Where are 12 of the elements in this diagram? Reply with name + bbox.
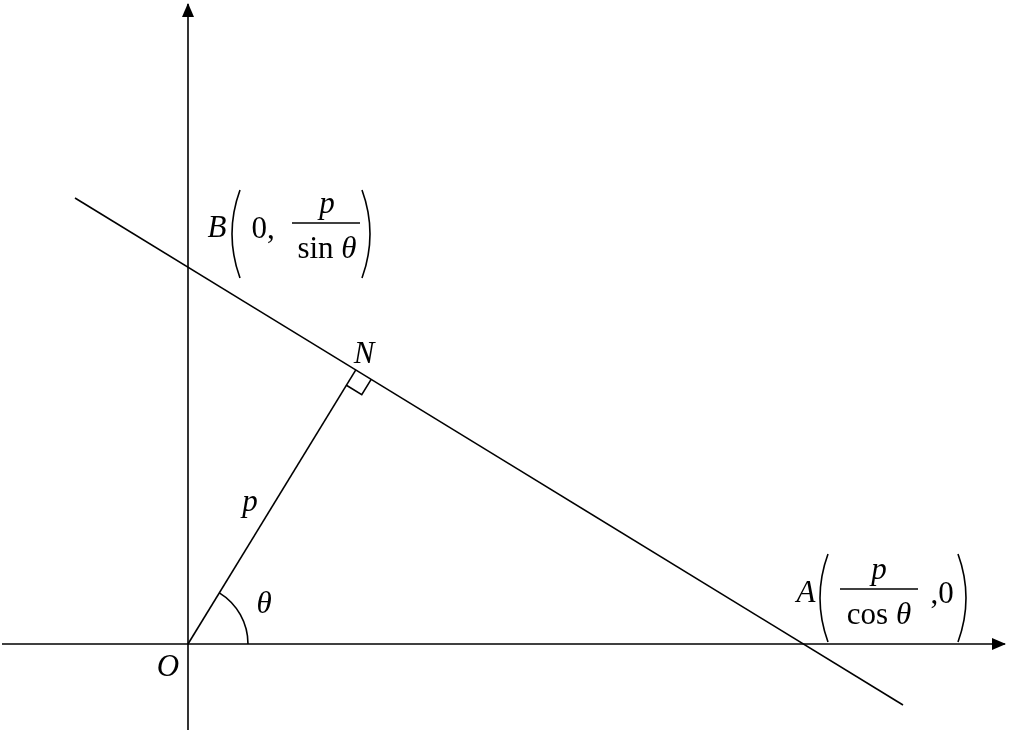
angle-label: θ [256, 586, 272, 618]
point-label: O [156, 649, 180, 681]
fraction-numerator: p [319, 186, 335, 218]
coordinate-value: 0, [251, 211, 275, 243]
point-label: N [353, 336, 375, 368]
segment-label: p [242, 484, 258, 516]
point-label: A [796, 575, 816, 607]
fraction-numerator: p [871, 552, 887, 584]
fraction-denominator: cos θ [846, 597, 912, 629]
coordinate-value: ,0 [930, 576, 954, 608]
fraction-denominator: sin θ [297, 231, 357, 263]
point-label: B [207, 210, 227, 242]
